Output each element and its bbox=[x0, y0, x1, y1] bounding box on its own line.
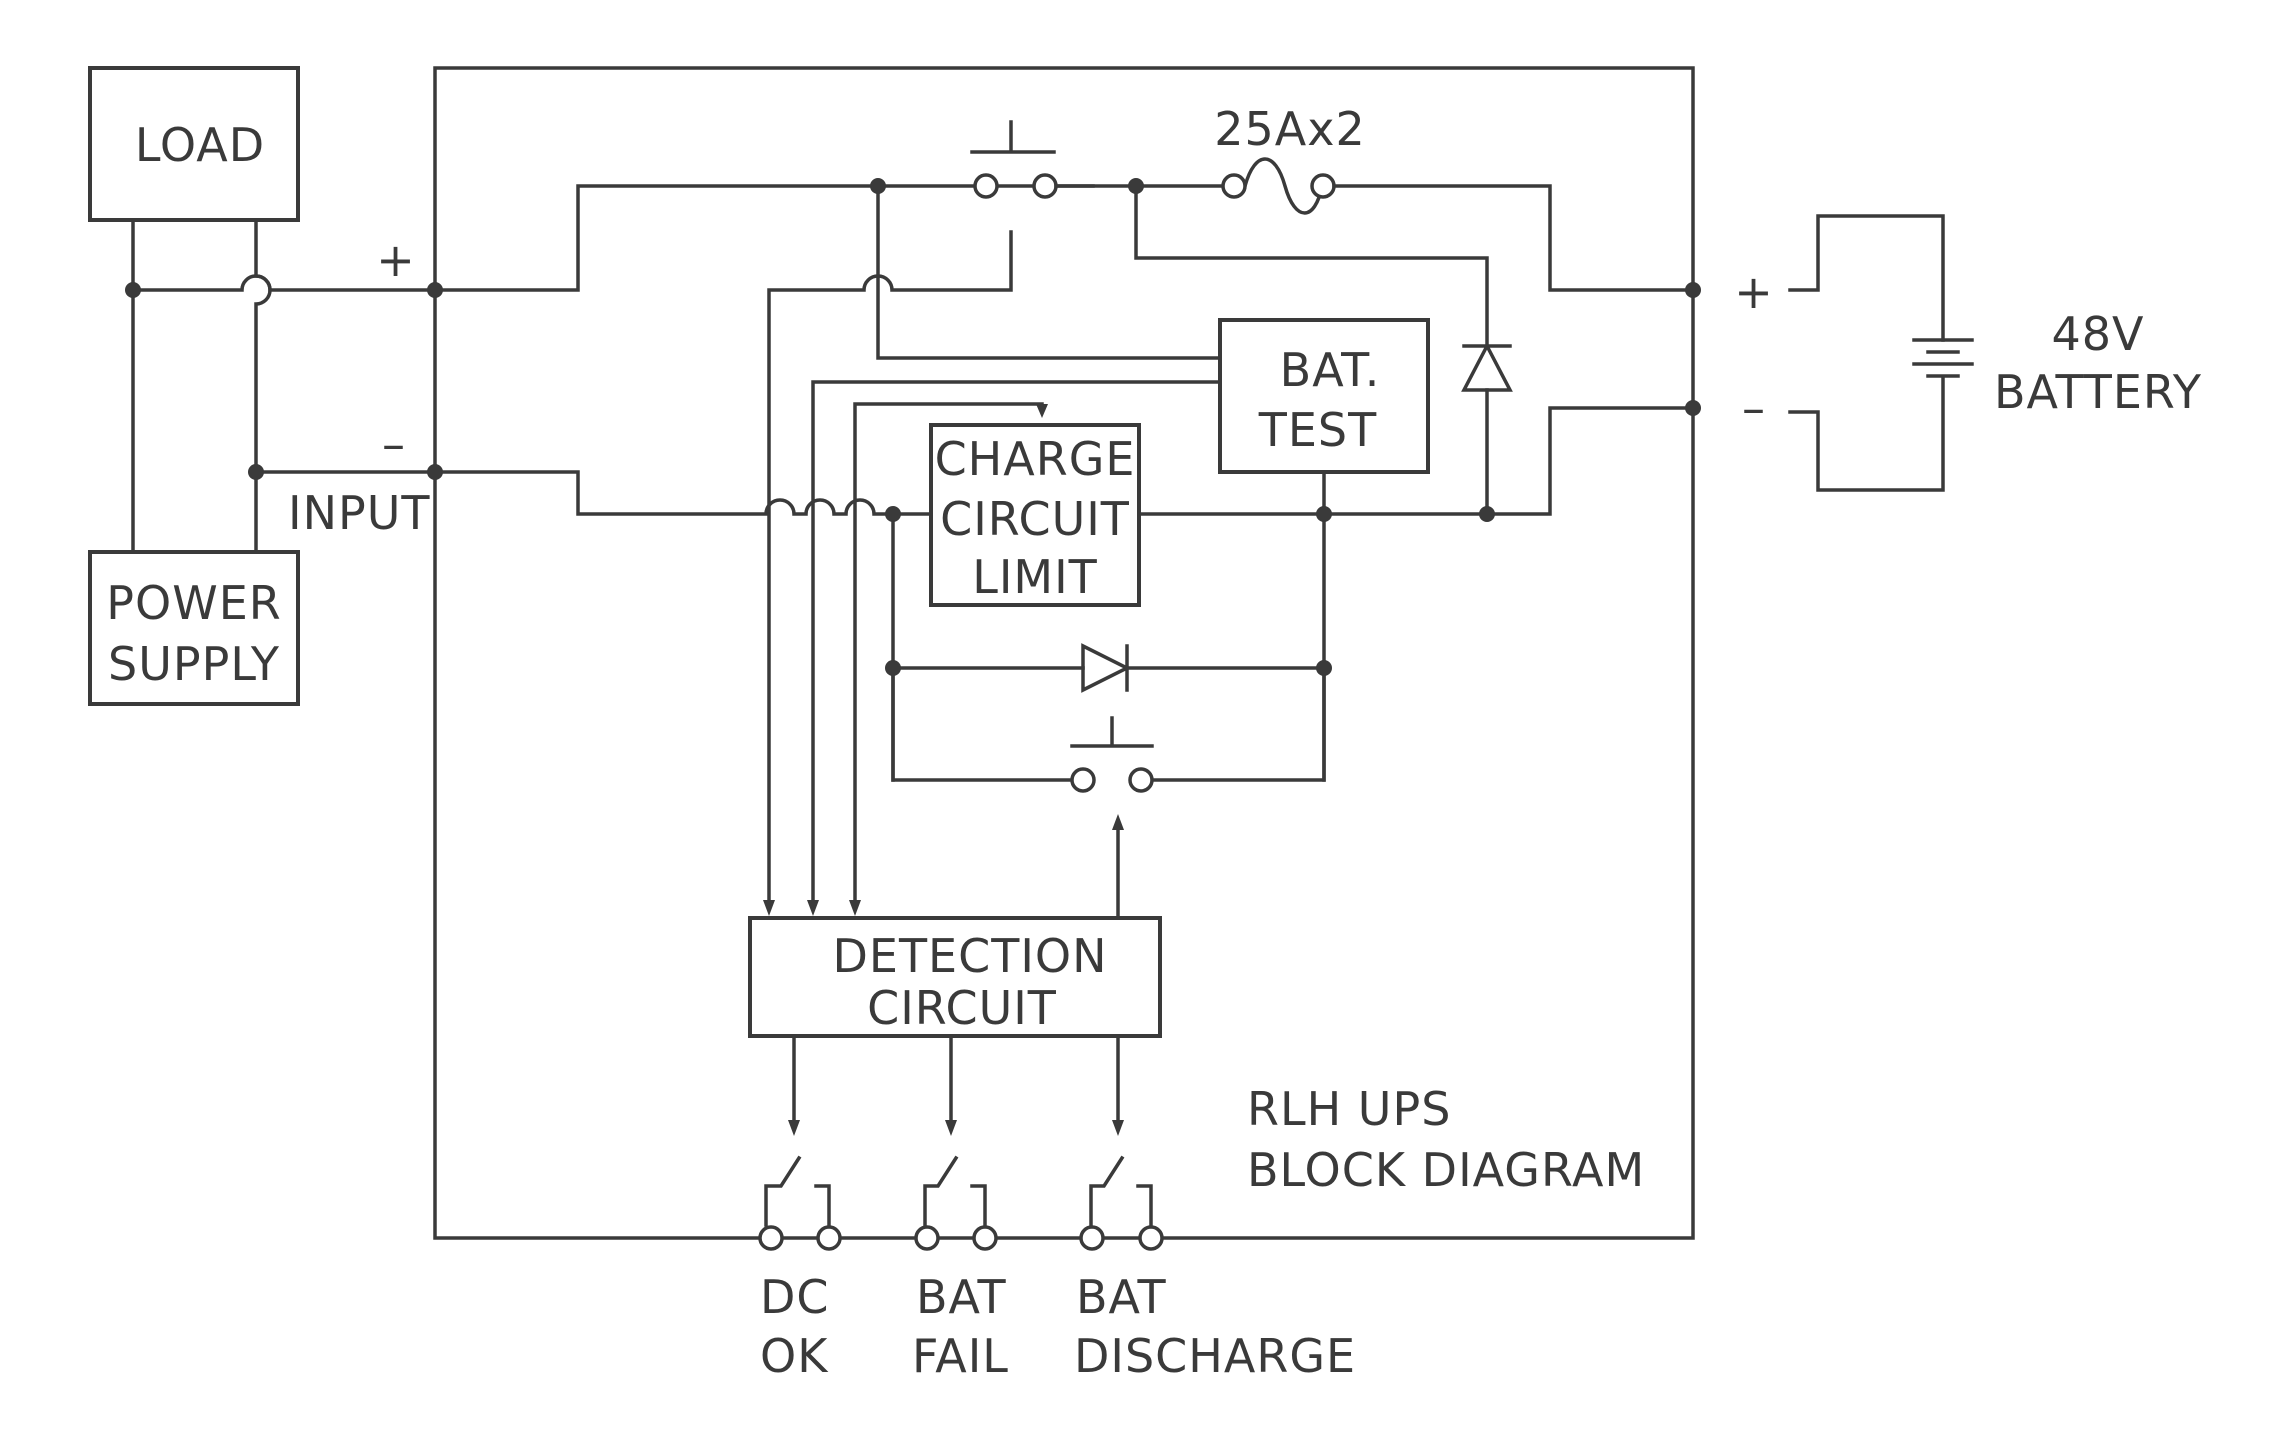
diagram-title-1: RLH UPS bbox=[1247, 1082, 1451, 1136]
input-label: INPUT bbox=[288, 486, 430, 540]
detection-circuit-block bbox=[748, 916, 1162, 1038]
wire-charge-to-detection bbox=[853, 402, 1044, 902]
output-1-line1: DC bbox=[760, 1270, 830, 1324]
input-minus-sign: – bbox=[382, 417, 406, 471]
top-switch-terminal-left bbox=[973, 173, 999, 199]
arrow-to-lower-switch bbox=[1112, 814, 1124, 830]
lower-switch-terminal-left bbox=[1070, 767, 1096, 793]
wire-input-plus bbox=[131, 184, 1095, 292]
arrow-into-detection-1 bbox=[763, 900, 775, 916]
wire-bat-test-to-detection bbox=[811, 380, 1222, 902]
arrow-into-detection-3 bbox=[849, 900, 861, 916]
wire-battery-minus-stub bbox=[1788, 376, 1945, 492]
detection-label-2: CIRCUIT bbox=[867, 981, 1057, 1035]
relay-contact-1 bbox=[764, 1155, 831, 1227]
fuse-terminal-right bbox=[1310, 173, 1336, 199]
fuse-rating: 25Ax2 bbox=[1214, 102, 1366, 156]
relay-1-terminal-b bbox=[816, 1225, 842, 1251]
junction-battery-minus bbox=[1685, 400, 1701, 416]
charge-limit-label-3: LIMIT bbox=[972, 550, 1098, 604]
top-switch-terminal-right bbox=[1032, 173, 1058, 199]
diode-lower-symbol bbox=[1081, 643, 1131, 693]
load-label: LOAD bbox=[135, 118, 265, 172]
lower-switch-terminal-right bbox=[1128, 767, 1154, 793]
relay-3-terminal-b bbox=[1138, 1225, 1164, 1251]
bat-test-block bbox=[1218, 318, 1430, 474]
junction-top-left bbox=[870, 178, 886, 194]
battery-symbol bbox=[1912, 338, 1974, 378]
output-1-line2: OK bbox=[760, 1329, 829, 1383]
arrow-output-2 bbox=[945, 1120, 957, 1136]
wire-node-to-bat-test bbox=[876, 184, 1222, 360]
ups-enclosure bbox=[433, 66, 1695, 1240]
power-supply-block bbox=[88, 550, 300, 706]
relay-2-terminal-b bbox=[972, 1225, 998, 1251]
power-supply-label-2: SUPPLY bbox=[108, 637, 280, 691]
fuse-terminal-left bbox=[1221, 173, 1247, 199]
junction-diode-right bbox=[1479, 506, 1495, 522]
output-3-line1: BAT bbox=[1076, 1270, 1167, 1324]
diagram-title-2: BLOCK DIAGRAM bbox=[1247, 1143, 1645, 1197]
junction-lower-right bbox=[1316, 660, 1332, 676]
arrow-into-charge-limit bbox=[1036, 404, 1048, 418]
wire-battery-plus-stub bbox=[1788, 214, 1945, 342]
wire-fuse-to-battery-plus bbox=[1332, 184, 1695, 292]
wire-charge-limit-to-battery-minus bbox=[1137, 406, 1695, 516]
relay-contact-3 bbox=[1089, 1155, 1153, 1227]
battery-label-2: BATTERY bbox=[1994, 365, 2202, 419]
arrow-output-3 bbox=[1112, 1120, 1124, 1136]
output-2-line2: FAIL bbox=[912, 1329, 1009, 1383]
input-plus-sign: + bbox=[376, 233, 416, 287]
output-3-line2: DISCHARGE bbox=[1074, 1329, 1356, 1383]
power-supply-label-1: POWER bbox=[106, 576, 281, 630]
diode-right-symbol bbox=[1461, 342, 1513, 392]
wire-load-right bbox=[254, 218, 272, 554]
junction-input-plus bbox=[427, 282, 443, 298]
junction-battery-plus bbox=[1685, 282, 1701, 298]
arrow-output-1 bbox=[788, 1120, 800, 1136]
wire-top-switch-bar bbox=[970, 120, 1056, 154]
wire-lower-switch-line bbox=[891, 666, 1326, 782]
lower-switch-bar bbox=[1070, 716, 1154, 748]
wire-input-minus bbox=[254, 470, 936, 516]
wire-fuse-node-to-diode bbox=[1134, 184, 1489, 348]
junction-bat-test-bottom bbox=[1316, 506, 1332, 522]
fuse-symbol bbox=[1242, 157, 1325, 215]
charge-circuit-limit-block bbox=[929, 423, 1141, 607]
battery-minus-sign: – bbox=[1742, 381, 1766, 435]
arrow-into-detection-2 bbox=[807, 900, 819, 916]
load-block bbox=[88, 66, 300, 222]
relay-3-terminal-a bbox=[1079, 1225, 1105, 1251]
bat-test-label-1: BAT. bbox=[1280, 343, 1381, 397]
junction-lower-left bbox=[885, 660, 901, 676]
wire-switch-actuator-to-detection bbox=[767, 230, 1013, 902]
bat-test-label-2: TEST bbox=[1258, 403, 1377, 457]
battery-label-1: 48V bbox=[2051, 307, 2144, 361]
junction-input-minus bbox=[427, 464, 443, 480]
relay-1-terminal-a bbox=[758, 1225, 784, 1251]
output-2-line1: BAT bbox=[916, 1270, 1007, 1324]
charge-limit-label-2: CIRCUIT bbox=[940, 492, 1130, 546]
relay-2-terminal-a bbox=[914, 1225, 940, 1251]
battery-plus-sign: + bbox=[1734, 265, 1774, 319]
charge-limit-label-1: CHARGE bbox=[935, 432, 1136, 486]
junction-supply-right bbox=[248, 464, 264, 480]
junction-top-fuse bbox=[1128, 178, 1144, 194]
junction-load-left bbox=[125, 282, 141, 298]
detection-label-1: DETECTION bbox=[832, 929, 1107, 983]
relay-contact-2 bbox=[923, 1155, 987, 1227]
junction-charge-left bbox=[885, 506, 901, 522]
